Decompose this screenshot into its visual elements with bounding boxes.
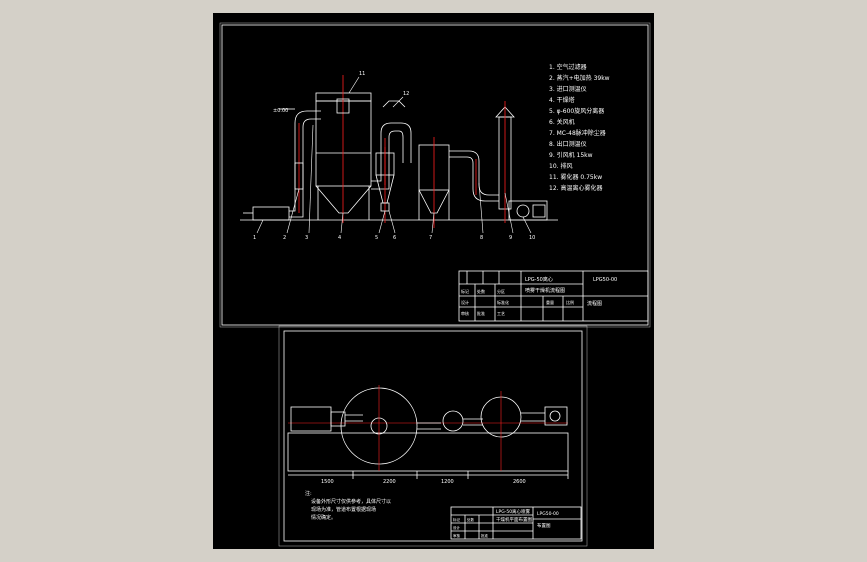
duct-to-fan: [449, 150, 499, 196]
drawing-canvas: 1. 空气过滤器 2. 蒸汽+电加热 39kw 3. 进口测温仪 4. 干燥塔 …: [219, 22, 651, 547]
bottom-dims: 1500 2200 1200 2600: [321, 479, 526, 485]
callout-number: 12: [403, 91, 409, 97]
callout-number: 5: [375, 235, 378, 241]
heater-pipe-outer: [289, 110, 321, 212]
callout-number: 1: [253, 235, 256, 241]
tb-cell: 批准: [477, 310, 485, 316]
tower-top-cap: [315, 92, 372, 102]
legend-item: 9. 引风机 15kw: [549, 151, 593, 159]
top-title-text: LPG-50离心 喷雾干燥机流程图 LPG50-00 流程图 标记 处数 分区 …: [461, 276, 617, 316]
tb-weight: 重量: [546, 299, 554, 305]
callout-number: 9: [509, 235, 512, 241]
legend-item: 3. 进口测温仪: [549, 85, 587, 93]
tower-cone: [315, 185, 372, 214]
top-sheet-frame: [221, 24, 649, 326]
top-sheet-outer-frame: [219, 22, 651, 328]
legend-item: 11. 雾化器 0.75kw: [549, 173, 602, 181]
tb-cell: 工艺: [497, 311, 505, 316]
tb-cell: 处数: [477, 288, 485, 294]
legend-item: 12. 高温离心雾化器: [549, 184, 602, 192]
legend: 1. 空气过滤器 2. 蒸汽+电加热 39kw 3. 进口测温仪 4. 干燥塔 …: [549, 63, 610, 192]
duct-to-cyclone-inner: [371, 130, 404, 190]
sheet-name: 布置图: [537, 522, 551, 529]
callout-number: 10: [529, 235, 535, 241]
callout-number: 8: [480, 235, 483, 241]
plan-fan: [544, 406, 568, 426]
heater-pipe-inner: [289, 118, 321, 218]
legend-item: 4. 干燥塔: [549, 96, 575, 104]
plan-fan-impeller: [549, 410, 561, 422]
tb-cell: 标记: [461, 288, 469, 294]
callout-number: 4: [338, 235, 341, 241]
callout-leaders: [256, 76, 532, 234]
plan-cyclone: [442, 410, 464, 432]
drawing-subtitle: 干燥机平面布置图: [496, 516, 532, 523]
callout-number: 7: [429, 235, 432, 241]
induced-fan: [508, 200, 548, 221]
callout-number: 3: [305, 235, 308, 241]
dim-value: 2600: [513, 479, 526, 485]
fan-motor: [532, 204, 546, 218]
tb-cell: 分区: [497, 288, 505, 294]
duct-to-fan-inner: [449, 156, 499, 202]
callout-number: 2: [283, 235, 286, 241]
legend-item: 2. 蒸汽+电加热 39kw: [549, 74, 610, 82]
bottom-sheet-outer-frame: [278, 325, 588, 547]
drawing-number: LPG50-00: [593, 277, 617, 283]
dim-value: 1500: [321, 479, 334, 485]
note-line: 情况确定。: [311, 514, 336, 521]
bottom-note: 注: 设备外形尺寸仅供参考，具体尺寸以 现场为准，管道布置根据现场 情况确定。: [305, 490, 391, 521]
bottom-title-text: LPG-50离心喷雾 干燥机平面布置图 LPG50-00 布置图 标记 处数 设…: [453, 508, 559, 538]
plan-foundation: [287, 432, 569, 472]
legend-item: 5. φ-600旋风分离器: [549, 107, 604, 115]
dim-value: 1200: [441, 479, 454, 485]
plan-heater: [330, 411, 346, 427]
hot-air-inlet: [382, 100, 406, 108]
legend-item: 7. MC-48脉冲除尘器: [549, 129, 606, 137]
plan-air-filter: [290, 406, 332, 432]
tb-cell: 设计: [453, 525, 461, 530]
bottom-sheet-frame: [283, 330, 583, 542]
dim-label: ±0.00: [273, 108, 288, 114]
tb-cell: 审核: [461, 310, 469, 316]
tb-cell: 设计: [461, 299, 469, 305]
drawing-number: LPG50-00: [537, 511, 559, 517]
callout-number: 6: [393, 235, 396, 241]
fan-impeller: [516, 204, 530, 218]
duct-to-cyclone: [371, 122, 412, 182]
note-line: 现场为准，管道布置根据现场: [311, 506, 376, 513]
air-filter: [252, 206, 290, 221]
dim-value: 2200: [383, 479, 396, 485]
tb-cell: 标准化: [497, 299, 509, 305]
bottom-sheet: [278, 325, 588, 547]
note-label: 注:: [305, 490, 312, 497]
callout-number: 11: [359, 71, 365, 77]
callout-numbers: 1 2 3 4 5 6 7 8 9 10 11 12 ±0.00: [253, 71, 535, 241]
tb-scale: 比例: [566, 299, 574, 305]
legend-item: 8. 出口测温仪: [549, 140, 587, 148]
top-sheet: [219, 22, 651, 328]
tb-cell: 批准: [481, 533, 489, 538]
legend-item: 10. 排风: [549, 162, 572, 170]
legend-item: 6. 关风机: [549, 118, 575, 126]
tb-cell: 标记: [453, 517, 461, 522]
drying-tower: [315, 100, 372, 187]
cad-viewport: 1. 空气过滤器 2. 蒸汽+电加热 39kw 3. 进口测温仪 4. 干燥塔 …: [213, 13, 654, 549]
tb-cell: 审核: [453, 533, 461, 538]
legend-item: 1. 空气过滤器: [549, 63, 587, 71]
sheet-name: 流程图: [587, 300, 602, 307]
project-name: LPG-50离心喷雾: [496, 508, 531, 515]
project-name: LPG-50离心: [525, 276, 553, 283]
drawing-subtitle: 喷雾干燥机流程图: [525, 287, 565, 294]
note-line: 设备外形尺寸仅供参考，具体尺寸以: [311, 498, 391, 505]
atomizer: [336, 98, 350, 114]
tb-cell: 处数: [467, 517, 475, 522]
